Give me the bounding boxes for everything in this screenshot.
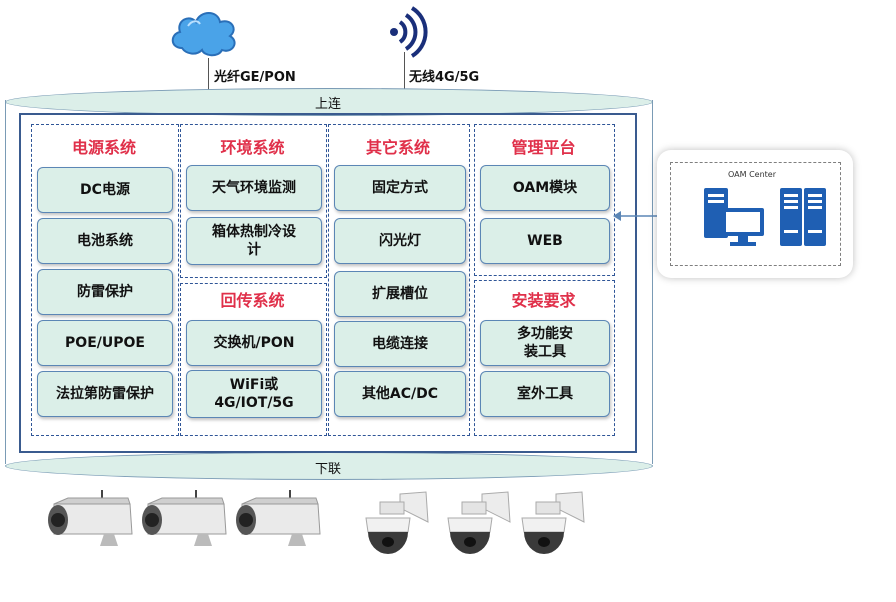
card-poe: POE/UPOE <box>37 320 173 366</box>
card-oam-module: OAM模块 <box>480 165 610 211</box>
card-wifi-5g: WiFi或4G/IOT/5G <box>186 370 322 418</box>
bullet-camera-icon <box>228 488 324 552</box>
cylinder-top-label: 上连 <box>314 97 341 112</box>
group-power <box>31 124 179 436</box>
card-outdoor-tool: 室外工具 <box>480 371 610 417</box>
fiber-uplink-label: 光纤GE/PON <box>214 70 296 85</box>
wireless-uplink-line <box>404 52 405 90</box>
group-install <box>474 280 615 436</box>
group-environment <box>180 124 327 278</box>
card-other-ac-dc: 其他AC/DC <box>334 371 466 417</box>
card-multi-tool-label: 多功能安装工具 <box>517 326 573 360</box>
card-web: WEB <box>480 218 610 264</box>
card-thermal-design-label: 箱体热制冷设计 <box>212 224 296 258</box>
group-environment-title: 环境系统 <box>220 138 285 157</box>
group-management-title: 管理平台 <box>511 138 576 157</box>
fiber-uplink-line <box>208 58 209 90</box>
card-dc-power: DC电源 <box>37 167 173 213</box>
oam-center-box <box>670 162 841 266</box>
cloud-icon <box>168 4 240 58</box>
group-power-title: 电源系统 <box>71 138 136 157</box>
group-backhaul-title: 回传系统 <box>220 291 285 310</box>
group-management <box>474 124 615 276</box>
card-lightning-protection: 防雷保护 <box>37 269 173 315</box>
card-flash-light: 闪光灯 <box>334 218 466 264</box>
card-thermal-design: 箱体热制冷设计 <box>186 217 322 265</box>
card-cable-connection: 电缆连接 <box>334 321 466 367</box>
card-mounting: 固定方式 <box>334 165 466 211</box>
dome-camera-icon <box>442 488 514 560</box>
system-frame <box>19 113 637 453</box>
dome-camera-icon <box>360 488 432 560</box>
cylinder-top <box>5 88 653 116</box>
group-backhaul <box>180 283 327 436</box>
cylinder-bottom-label: 下联 <box>314 462 341 477</box>
card-multi-tool: 多功能安装工具 <box>480 320 610 366</box>
card-weather-monitor: 天气环境监测 <box>186 165 322 211</box>
oam-center-title: OAM Center <box>728 170 776 179</box>
dome-camera-icon <box>516 488 588 560</box>
bullet-camera-icon <box>40 488 136 552</box>
card-battery: 电池系统 <box>37 218 173 264</box>
group-other <box>328 124 470 436</box>
card-faraday: 法拉第防雷保护 <box>37 371 173 417</box>
wireless-signal-icon <box>384 6 428 58</box>
group-install-title: 安装要求 <box>511 291 576 310</box>
wireless-uplink-label: 无线4G/5G <box>409 70 480 85</box>
bullet-camera-icon <box>134 488 230 552</box>
workstation-icon <box>700 186 768 248</box>
server-icon <box>778 186 828 248</box>
group-other-title: 其它系统 <box>365 138 430 157</box>
card-expansion-slot: 扩展槽位 <box>334 271 466 317</box>
card-wifi-5g-label: WiFi或4G/IOT/5G <box>214 377 294 411</box>
card-switch-pon: 交换机/PON <box>186 320 322 366</box>
